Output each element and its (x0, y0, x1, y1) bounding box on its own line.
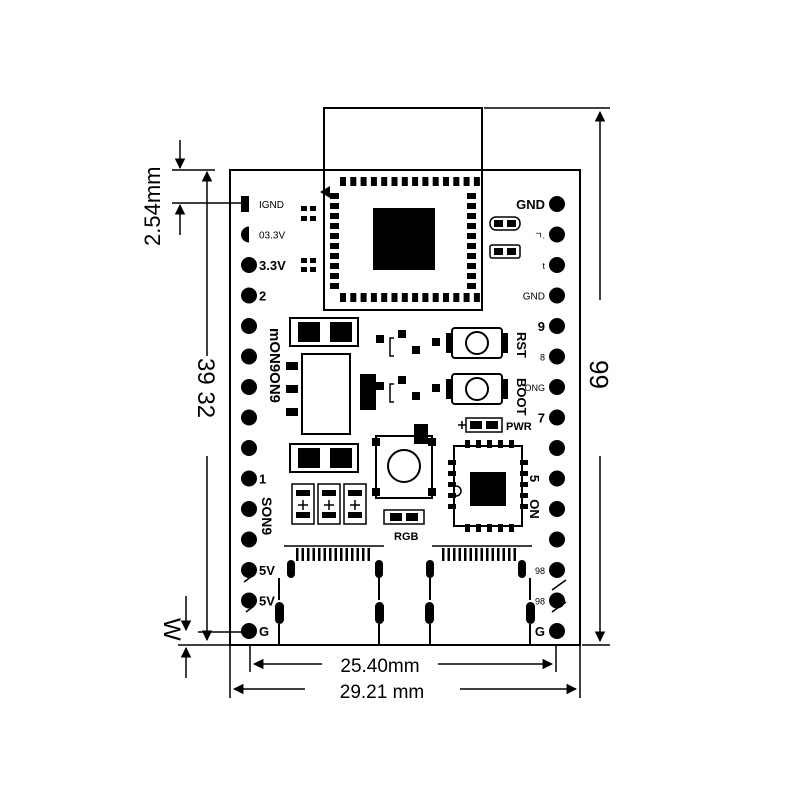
header-pin (549, 623, 565, 639)
outer-width-label: 29.21 mm (340, 682, 424, 703)
header-pin (549, 348, 565, 365)
header-pin (241, 379, 257, 395)
inner-height-label: 39 32 (192, 358, 219, 418)
header-pin (241, 440, 257, 456)
outer-width-dimension: 29.21 mm (229, 645, 581, 703)
header-pin (241, 562, 257, 578)
edge-margin-dimension: W (158, 596, 230, 678)
left-header: IGND 03.3V 3.3V 2 1 5V 5V G (241, 196, 286, 639)
header-pin (241, 470, 257, 487)
chip-pins (448, 440, 528, 532)
right-pin-label: t (542, 261, 545, 271)
left-pin-label: IGND (259, 200, 284, 211)
module-pads (330, 177, 480, 302)
header-pin (241, 531, 257, 548)
header-pin (241, 318, 257, 334)
label-rgb: RGB (394, 531, 419, 543)
header-pin (549, 318, 565, 334)
header-pin (549, 562, 565, 578)
passives-top-right (489, 216, 521, 259)
usb-pin-rows (296, 548, 516, 561)
right-pin-label: ㄱ. (534, 231, 545, 241)
left-pin-label: 1 (259, 472, 266, 487)
inner-width-dimension: 25.40mm (249, 645, 557, 677)
header-pin (549, 440, 565, 456)
pin1-marker (320, 186, 330, 198)
header-pin (549, 409, 565, 426)
right-pin-label: 9 (538, 319, 545, 334)
diodes (291, 483, 367, 525)
header-pin (241, 501, 257, 517)
left-pin-label: 2 (259, 289, 266, 304)
header-pin (241, 348, 257, 365)
header-pin (241, 592, 257, 609)
right-pin-label: 98 (535, 597, 545, 607)
header-pin (549, 257, 565, 273)
transistors (376, 330, 440, 403)
right-pin-label: ON (527, 499, 542, 519)
usb-c-connector-left (275, 545, 384, 645)
header-pin (241, 409, 257, 426)
edge-margin-label: W (158, 618, 185, 641)
rgb-led (372, 424, 436, 525)
right-pin-label: GND (516, 197, 545, 212)
inner-height-dimension: 39 32 (192, 170, 246, 642)
header-pin (549, 592, 565, 609)
antenna-area (323, 107, 483, 171)
header-pin (241, 623, 257, 639)
header-pin-half (241, 226, 249, 243)
passives-top-left (301, 206, 316, 272)
rst-button (446, 327, 508, 359)
header-pin (549, 287, 565, 304)
right-pin-label: 98 (535, 566, 545, 576)
left-pin-label: 03.3V (259, 231, 285, 242)
right-pin-label: 5 (527, 475, 542, 482)
regulator (286, 317, 376, 473)
left-pin-label: 3.3V (259, 258, 286, 273)
right-pin-label: GND (523, 292, 545, 303)
right-pin-label: ONG (524, 383, 545, 393)
left-pin-label: G (259, 624, 269, 639)
header-pin (549, 196, 565, 212)
outer-height-label: 99 (584, 360, 614, 389)
header-pin (549, 470, 565, 487)
inner-width-label: 25.40mm (340, 656, 419, 677)
left-pin-label: 5V (259, 594, 275, 609)
label-boot: BOOT (514, 378, 529, 416)
header-pin (549, 226, 565, 243)
left-pin-label: 5V (259, 563, 275, 578)
header-pin (241, 257, 257, 273)
header-pin (241, 287, 257, 304)
boot-button (446, 373, 508, 405)
label-left-vertical-bottom: SON9 (259, 497, 275, 535)
label-rst: RST (514, 332, 529, 358)
header-pin (549, 379, 565, 395)
right-pin-label: G (535, 624, 545, 639)
pitch-label: 2.54mm (140, 167, 165, 246)
outer-height-dimension: 99 (484, 107, 614, 646)
header-pin (549, 531, 565, 548)
right-pin-label: 8 (540, 353, 545, 363)
right-pin-label: 7 (538, 411, 545, 426)
header-pin-square (241, 196, 249, 212)
pwr-led (458, 417, 503, 433)
usb-c-connector-right (425, 545, 535, 645)
label-left-vertical-top: mON9ON9 (266, 328, 283, 403)
module-chip (373, 208, 435, 270)
header-pin (549, 501, 565, 517)
pitch-dimension: 2.54mm (140, 140, 246, 246)
usb-serial-chip (453, 445, 523, 527)
label-pwr: PWR (506, 421, 532, 433)
